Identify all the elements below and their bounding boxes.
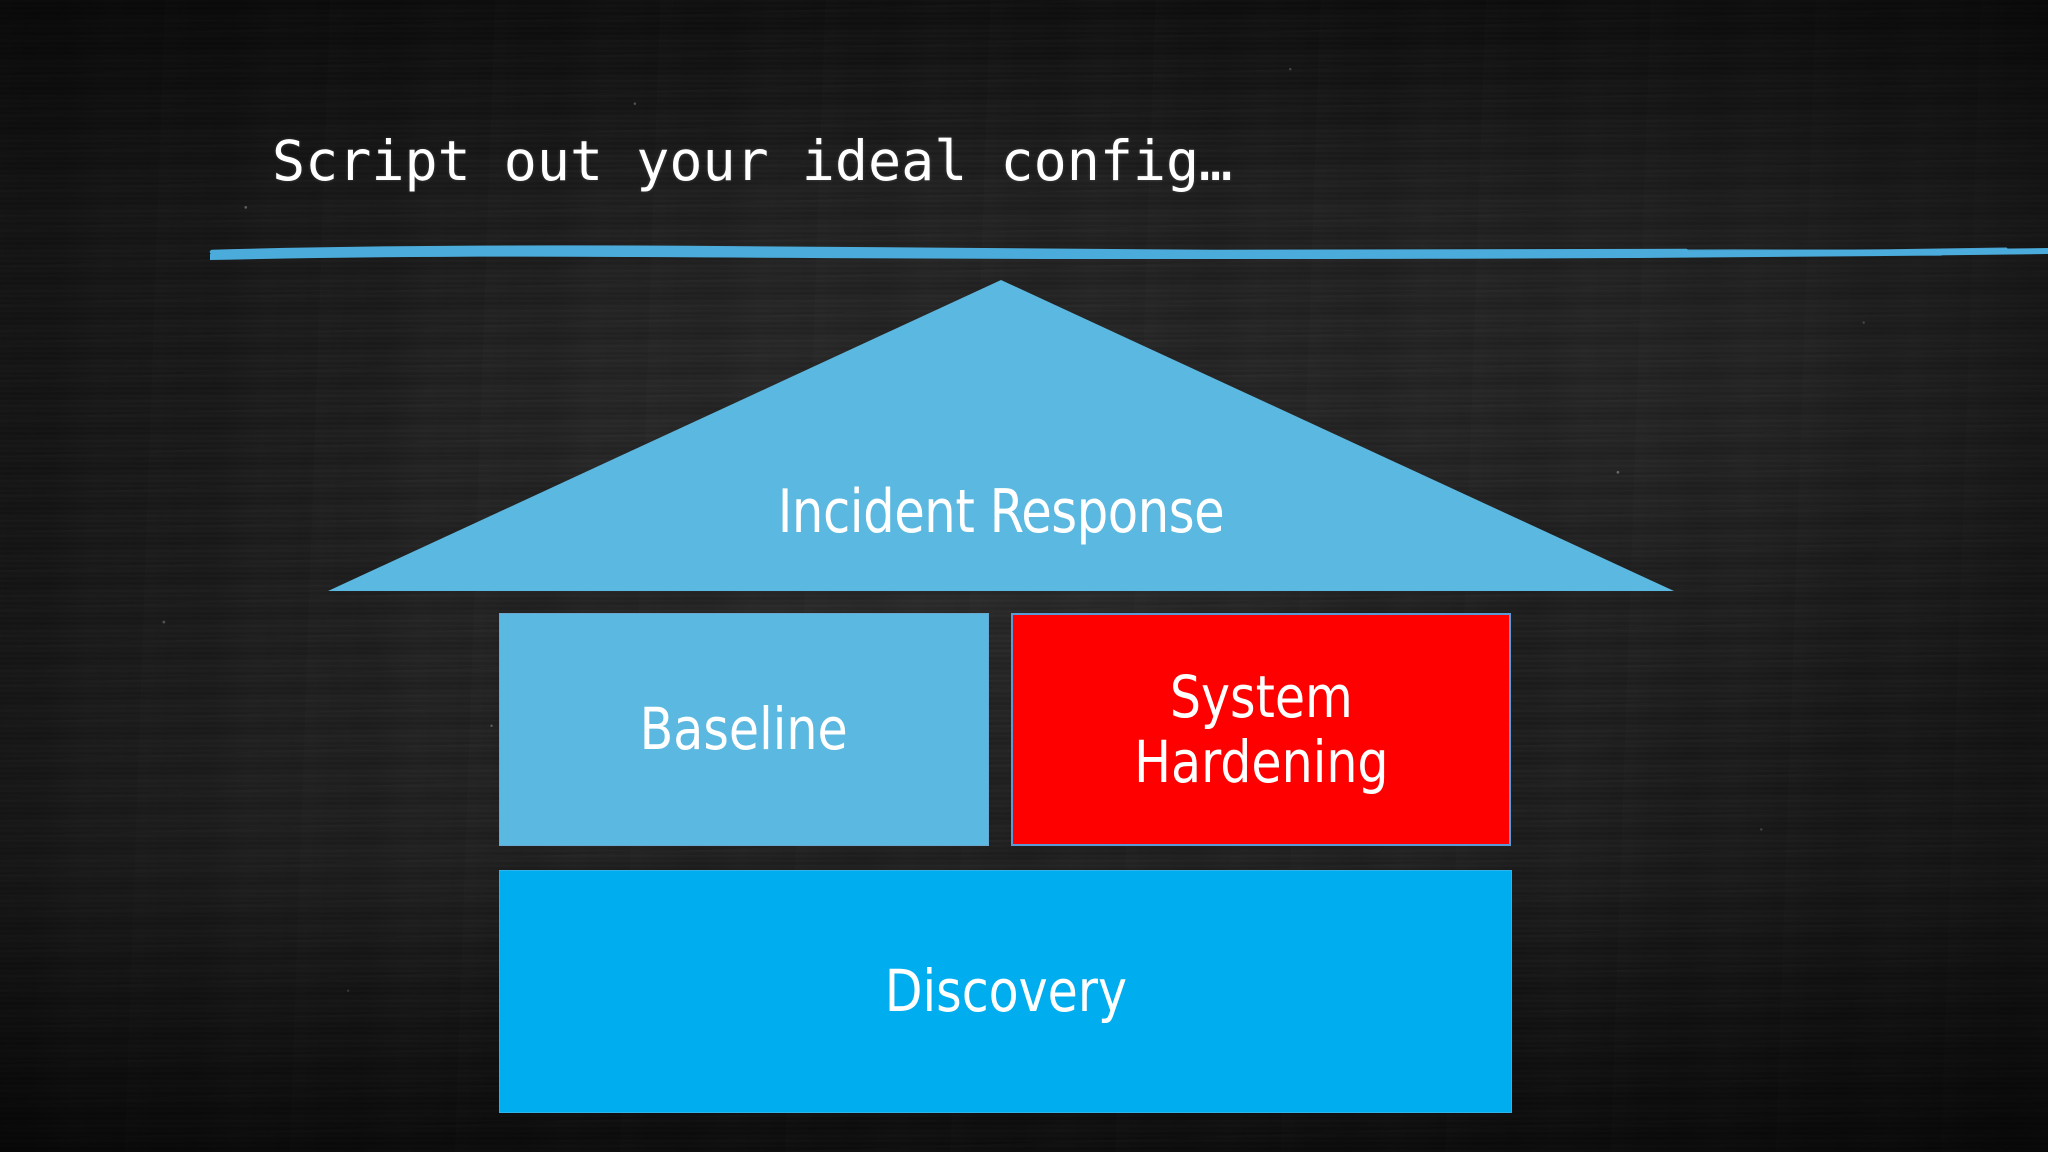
chalk-underline-divider — [209, 245, 2048, 260]
block-baseline[interactable]: Baseline — [499, 613, 989, 846]
roof-triangle-incident-response[interactable] — [320, 272, 1682, 598]
block-discovery-label: Discovery — [884, 957, 1127, 1026]
block-system-hardening-label: System Hardening — [1133, 662, 1389, 796]
block-baseline-label: Baseline — [639, 695, 849, 764]
slide-title: Script out your ideal config… — [272, 129, 1233, 193]
block-discovery[interactable]: Discovery — [499, 870, 1512, 1113]
roof-label: Incident Response — [777, 477, 1225, 547]
block-system-hardening[interactable]: System Hardening — [1011, 613, 1511, 846]
